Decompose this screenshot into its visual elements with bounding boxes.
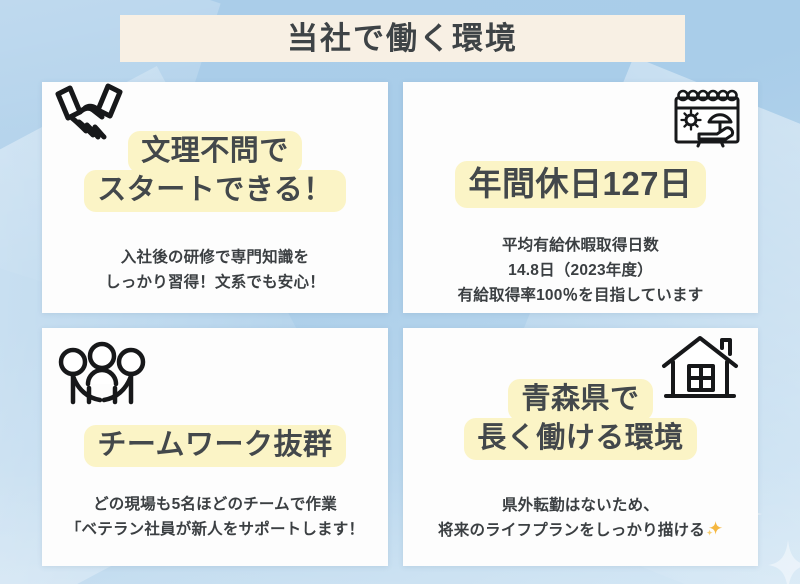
headline-line: スタートできる！ <box>84 169 346 212</box>
feature-card-aomori-long-term: 青森県で 長く働ける環境 県外転勤はないため、 将来のライフプランをしっかり描け… <box>403 328 758 566</box>
headline-line: 青森県で <box>508 379 653 421</box>
feature-card-annual-holidays: 年間休日127日 平均有給休暇取得日数 14.8日（2023年度） 有給取得率1… <box>403 82 758 313</box>
subtext-text: 将来のライフプランをしっかり描ける <box>438 522 705 540</box>
card-headline-block: 青森県で 長く働ける環境 <box>403 379 758 460</box>
feature-card-bunri-fumon: 文理不問で スタートできる！ 入社後の研修で専門知識を しっかり習得！文系でも安… <box>42 82 388 313</box>
card-subtext: 県外転勤はないため、 将来のライフプランをしっかり描ける <box>403 493 758 545</box>
team-people-icon <box>56 336 148 408</box>
card-subtext: 平均有給休暇取得日数 14.8日（2023年度） 有給取得率100％を目指してい… <box>403 233 758 308</box>
subtext-line: 県外転勤はないため、 <box>501 497 659 514</box>
card-headline-block: 年間休日127日 <box>403 161 758 208</box>
card-headline-block: 文理不問で スタートできる！ <box>42 131 388 212</box>
card-headline: 青森県で 長く働ける環境 <box>403 379 758 460</box>
headline-line: 年間休日127日 <box>455 161 706 208</box>
background-sparkle-secondary-icon <box>768 540 800 584</box>
card-subtext: どの現場も5名ほどのチームで作業 「ベテラン社員が新人をサポートします！ <box>42 492 388 542</box>
card-subtext: 入社後の研修で専門知識を しっかり習得！文系でも安心！ <box>42 245 388 295</box>
handshake-icon <box>46 78 132 150</box>
card-headline: チームワーク抜群 <box>42 425 388 467</box>
sparkle-icon <box>706 520 723 545</box>
card-headline: 年間休日127日 <box>403 161 758 208</box>
subtext-line: 14.8日（2023年度） <box>508 262 653 280</box>
calendar-vacation-icon <box>670 86 744 152</box>
card-headline: 文理不問で スタートできる！ <box>42 131 388 212</box>
headline-line: 文理不問で <box>128 131 302 173</box>
headline-line: 長く働ける環境 <box>464 417 697 460</box>
card-subtext-block: どの現場も5名ほどのチームで作業 「ベテラン社員が新人をサポートします！ <box>42 492 388 542</box>
subtext-line: 有給取得率100％を目指しています <box>457 287 704 305</box>
page-title: 当社で働く環境 <box>287 21 518 56</box>
subtext-line: どの現場も5名ほどのチームで作業 <box>93 496 337 513</box>
headline-line: チームワーク抜群 <box>84 425 346 467</box>
subtext-line: 将来のライフプランをしっかり描ける <box>403 518 758 545</box>
feature-card-teamwork: チームワーク抜群 どの現場も5名ほどのチームで作業 「ベテラン社員が新人をサポー… <box>42 328 388 566</box>
card-subtext-block: 県外転勤はないため、 将来のライフプランをしっかり描ける <box>403 493 758 545</box>
page-title-banner: 当社で働く環境 <box>120 15 685 62</box>
subtext-line: 「ベテラン社員が新人をサポートします！ <box>65 521 365 539</box>
house-icon <box>660 332 740 406</box>
card-headline-block: チームワーク抜群 <box>42 425 388 467</box>
subtext-line: しっかり習得！文系でも安心！ <box>105 274 325 292</box>
subtext-line: 入社後の研修で専門知識を <box>120 249 310 266</box>
card-subtext-block: 平均有給休暇取得日数 14.8日（2023年度） 有給取得率100％を目指してい… <box>403 233 758 308</box>
subtext-line: 平均有給休暇取得日数 <box>501 237 659 254</box>
card-subtext-block: 入社後の研修で専門知識を しっかり習得！文系でも安心！ <box>42 245 388 295</box>
